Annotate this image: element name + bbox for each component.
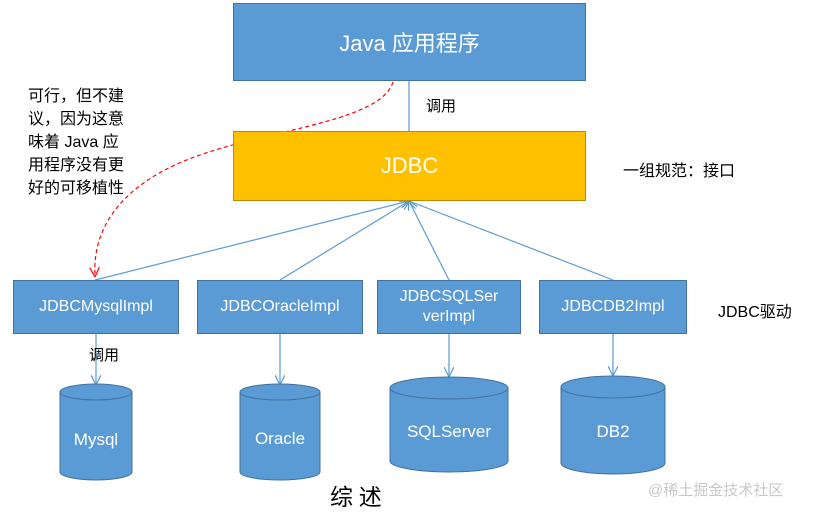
db-label-sqlserver: SQLServer (407, 422, 491, 441)
dashed-arrow-app-to-mysql-impl (95, 81, 394, 276)
note-line: 用程序没有更 (28, 157, 125, 174)
db-label-oracle: Oracle (255, 429, 305, 448)
java-application-title: Java 应用程序 (339, 31, 480, 56)
impl-label-mysql: JDBCMysqlImpl (39, 298, 153, 315)
impl-label-oracle: JDBCOracleImpl (220, 298, 340, 315)
caption: 综 述 (330, 485, 382, 510)
impl-box-mysql: JDBCMysqlImpl (13, 280, 179, 334)
db-cylinder-oracle (239, 383, 321, 481)
arrow-sqlserver-impl-to-jdbc (409, 201, 450, 281)
jdbc-label: JDBC (380, 153, 439, 178)
note-line: 好的可移植性 (28, 180, 125, 197)
java-application-box: Java 应用程序 (233, 3, 586, 81)
call-label-left: 调用 (89, 347, 120, 364)
db-cylinder-sqlserver (389, 376, 509, 473)
note-line: 味着 Java 应 (28, 134, 119, 151)
watermark: @稀土掘金技术社区 (648, 482, 784, 499)
arrow-oracle-impl-to-jdbc (279, 201, 409, 281)
impl-label-db2: JDBCDB2Impl (561, 298, 665, 315)
call-label-top: 调用 (426, 98, 457, 115)
db-cylinder-mysql (59, 383, 133, 481)
impl-box-db2: JDBCDB2Impl (539, 280, 687, 334)
jdbc-box: JDBC (233, 131, 586, 201)
db-cylinder-db2 (560, 375, 666, 475)
spec-label: 一组规范：接口 (623, 163, 736, 180)
arrow-db2-impl-to-jdbc (409, 201, 614, 281)
arrow-mysql-impl-to-jdbc (94, 201, 409, 281)
db-label-db2: DB2 (596, 422, 629, 441)
db-label-mysql: Mysql (74, 430, 118, 449)
note-line: 议，因为这意 (28, 111, 125, 128)
impl-label-sqlserver-line2: verImpl (422, 308, 476, 325)
impl-box-sqlserver: JDBCSQLSer verImpl (377, 280, 521, 334)
portability-note: 可行，但不建 议，因为这意 味着 Java 应 用程序没有更 好的可移植性 (28, 85, 148, 200)
note-line: 可行，但不建 (28, 88, 125, 105)
impl-label-sqlserver-line1: JDBCSQLSer (399, 288, 499, 305)
impl-box-oracle: JDBCOracleImpl (197, 280, 363, 334)
driver-label: JDBC驱动 (718, 304, 792, 321)
